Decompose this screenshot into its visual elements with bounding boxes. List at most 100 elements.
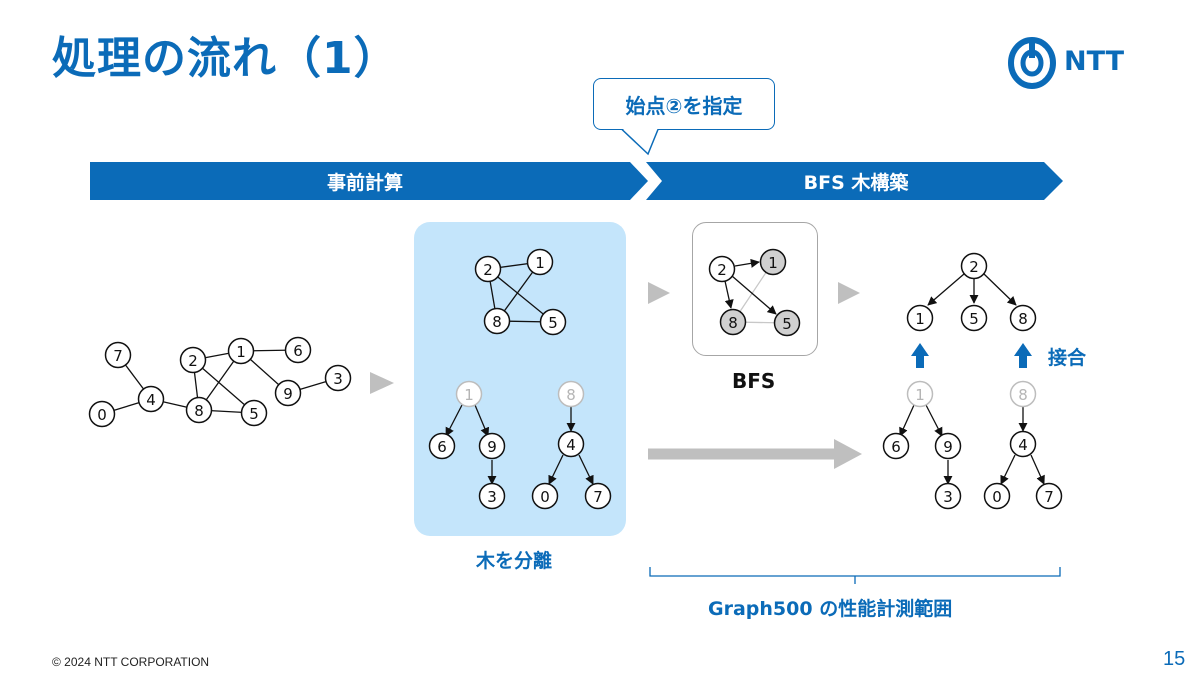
svg-text:2: 2 [188,352,198,370]
svg-text:5: 5 [782,315,792,333]
node-1: 1 [227,337,255,365]
measurement-range-bracket [649,567,1061,584]
svg-text:1: 1 [236,343,246,361]
node-5: 5 [240,399,268,427]
node-1: 1 [526,248,554,276]
ntt-logo-mark-icon [1008,37,1056,89]
node-0: 0 [531,482,559,510]
svg-text:7: 7 [1044,488,1054,506]
svg-text:0: 0 [540,488,550,506]
node-8: 8 [483,307,511,335]
phase-bfs-build: BFS 木構築 [646,162,1066,200]
step-arrow [648,282,670,304]
join-label: 接合 [1048,347,1087,369]
svg-text:1: 1 [768,254,778,272]
svg-text:9: 9 [487,438,497,456]
edge [1030,454,1045,485]
edge [474,404,490,437]
svg-text:8: 8 [566,386,576,404]
svg-text:6: 6 [293,342,303,360]
phase-precompute-label: 事前計算 [326,171,403,194]
svg-text:3: 3 [487,488,497,506]
slide-title: 処理の流れ（1） [52,33,399,84]
node-2: 2 [179,346,207,374]
node-3: 3 [478,482,506,510]
svg-text:9: 9 [283,385,293,403]
core-graph: 2 1 8 5 [474,248,567,336]
node-8: 8 [1009,304,1037,332]
node-9: 9 [478,432,506,460]
svg-text:4: 4 [566,436,576,454]
original-graph: 7 0 4 2 8 5 1 6 9 3 [88,336,352,428]
node-6: 6 [882,432,910,460]
svg-text:0: 0 [992,488,1002,506]
node-7: 7 [584,482,612,510]
start-vertex-callout: 始点②を指定 [593,78,775,130]
edge [445,404,463,437]
node-3: 3 [934,482,962,510]
node-2: 2 [474,255,502,283]
svg-text:2: 2 [483,261,493,279]
bfs-label: BFS [732,369,776,393]
phase-bfs-build-label: BFS 木構築 [803,171,909,194]
svg-text:8: 8 [1018,310,1028,328]
svg-text:5: 5 [969,310,979,328]
node-5: 5 [773,309,801,337]
node-0: 0 [88,400,116,428]
phase-bfs-build-arrow [646,162,1063,200]
node-4: 4 [137,385,165,413]
svg-text:8: 8 [492,313,502,331]
phase-precompute-arrow [90,162,648,200]
node-6: 6 [428,432,456,460]
svg-text:3: 3 [943,488,953,506]
svg-text:7: 7 [113,347,123,365]
edge [925,404,943,437]
edge [983,273,1017,306]
tree-root-8: 8 [557,380,585,408]
svg-text:1: 1 [915,386,925,404]
joined-tree-8: 8 4 0 7 [983,380,1063,510]
separate-trees-label: 木を分離 [476,550,553,572]
copyright-footer: © 2024 NTT CORPORATION [52,655,210,669]
node-9: 9 [274,379,302,407]
edge [578,454,594,485]
edge [927,273,965,306]
node-4: 4 [557,430,585,458]
step-arrow [370,372,394,394]
long-flow-arrow-head [834,439,862,469]
svg-text:5: 5 [249,405,259,423]
callout-tail [621,128,659,156]
node-9: 9 [934,432,962,460]
tree-root-1: 1 [906,380,934,408]
node-5: 5 [960,304,988,332]
tree-root-8: 8 [1009,380,1037,408]
page-number: 15 [1163,648,1186,670]
svg-text:1: 1 [535,254,545,272]
node-6: 6 [284,336,312,364]
svg-text:2: 2 [717,261,727,279]
ntt-logo: NTT [1008,36,1148,90]
node-8: 8 [719,308,747,336]
node-7: 7 [1035,482,1063,510]
phase-precompute: 事前計算 [90,162,650,200]
edge [1000,454,1016,485]
edge [734,258,760,268]
svg-text:6: 6 [891,438,901,456]
svg-text:7: 7 [593,488,603,506]
node-2: 2 [708,255,736,283]
bfs-graph: 2 1 8 5 [708,248,801,337]
result-bfs-tree: 2 1 5 8 [906,252,1037,332]
svg-text:8: 8 [194,402,204,420]
svg-text:6: 6 [437,438,447,456]
join-arrow-up-icon [911,343,929,368]
ntt-logo-text: NTT [1064,46,1125,77]
svg-text:1: 1 [915,310,925,328]
tree-root-1: 1 [455,380,483,408]
svg-text:4: 4 [146,391,156,409]
node-7: 7 [104,341,132,369]
edge [724,280,734,309]
separated-tree-8: 8 4 0 7 [531,380,612,510]
edge [487,268,554,323]
join-arrow-up-icon [1014,343,1032,368]
